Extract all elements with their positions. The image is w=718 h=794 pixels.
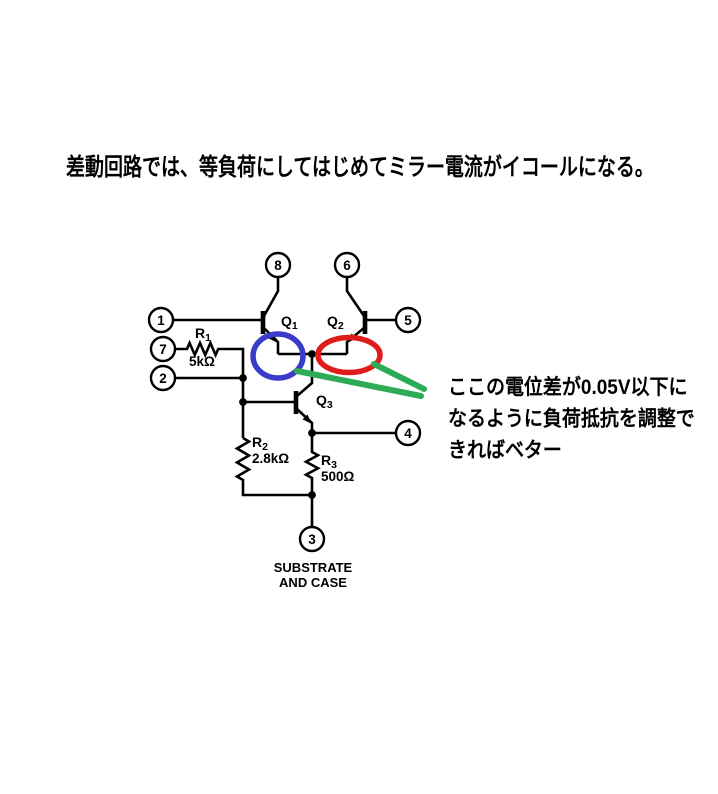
junction-q3-base	[239, 398, 247, 406]
transistor-symbols	[260, 311, 368, 424]
component-labels: Q1 Q2 Q3 R1 5kΩ R2 2.8kΩ R3 500Ω SUBSTRA…	[189, 313, 355, 590]
q2-label: Q2	[327, 313, 344, 332]
pointer-line-lower	[294, 368, 424, 399]
pin-1-number: 1	[157, 313, 165, 328]
wire-q1-collector	[262, 277, 280, 317]
wire-pin7-r1-rail	[175, 339, 245, 438]
pin-2-number: 2	[159, 371, 167, 386]
pin-6-circle	[333, 251, 361, 279]
pin-2-circle	[149, 364, 177, 392]
r1-label: R1	[195, 325, 211, 344]
pin-6-number: 6	[343, 258, 351, 273]
red-highlight-ellipse	[315, 334, 383, 376]
q1-label: Q1	[281, 313, 298, 332]
junction-bottom-rail	[308, 491, 316, 499]
pin-3-circle	[298, 525, 326, 553]
junction-pin2	[239, 374, 247, 382]
pin-5-number: 5	[404, 313, 412, 328]
pin-4-circle	[394, 419, 422, 447]
pin-4-number: 4	[404, 426, 412, 441]
substrate-label-line1: SUBSTRATE	[274, 560, 353, 575]
annotation-line-2: なるように負荷抵抗を調整で	[448, 406, 695, 431]
pin-1-circle	[147, 306, 175, 334]
annotation-line-3: きればベター	[448, 438, 562, 462]
highlight-marks	[250, 331, 427, 399]
pin-7-circle	[149, 335, 177, 363]
r2-value: 2.8kΩ	[252, 451, 289, 466]
annotation-line-1: ここの電位差が0.05V以下に	[448, 374, 687, 399]
junction-dots	[239, 350, 316, 499]
r2-label: R2	[252, 434, 268, 453]
wire-r3-pin3	[303, 433, 321, 527]
wire-q2-collector	[345, 277, 366, 317]
page-title-group: 差動回路では、等負荷にしてはじめてミラー電流がイコールになる。	[66, 153, 654, 181]
page-title: 差動回路では、等負荷にしてはじめてミラー電流がイコールになる。	[66, 153, 654, 181]
junction-pin4	[308, 429, 316, 437]
annotation-group: ここの電位差が0.05V以下に なるように負荷抵抗を調整で きればベター	[448, 374, 695, 462]
pointer-line-upper	[371, 361, 427, 392]
pin-5-circle	[394, 306, 422, 334]
r3-value: 500Ω	[321, 469, 355, 484]
pin-7-number: 7	[159, 342, 167, 357]
r3-label: R3	[321, 452, 337, 471]
pin-8-circle	[264, 251, 292, 279]
wire-r2-bottom-rail	[234, 436, 312, 497]
junction-common-emitter	[308, 350, 316, 358]
q1-emitter-arrow-icon	[268, 333, 278, 343]
wire-q2-emitter	[345, 326, 365, 354]
q3-label: Q3	[316, 392, 333, 411]
terminals: 8 6 1 5 7 2 4 3	[147, 251, 422, 553]
pin-3-number: 3	[308, 532, 316, 547]
q3-emitter-arrow-icon	[302, 414, 312, 424]
pin-8-number: 8	[274, 258, 282, 273]
substrate-label-line2: AND CASE	[279, 575, 347, 590]
circuit-wires	[173, 277, 396, 527]
blue-highlight-ellipse	[250, 331, 306, 381]
r1-value: 5kΩ	[189, 354, 215, 369]
wire-q3-collector	[296, 354, 314, 397]
